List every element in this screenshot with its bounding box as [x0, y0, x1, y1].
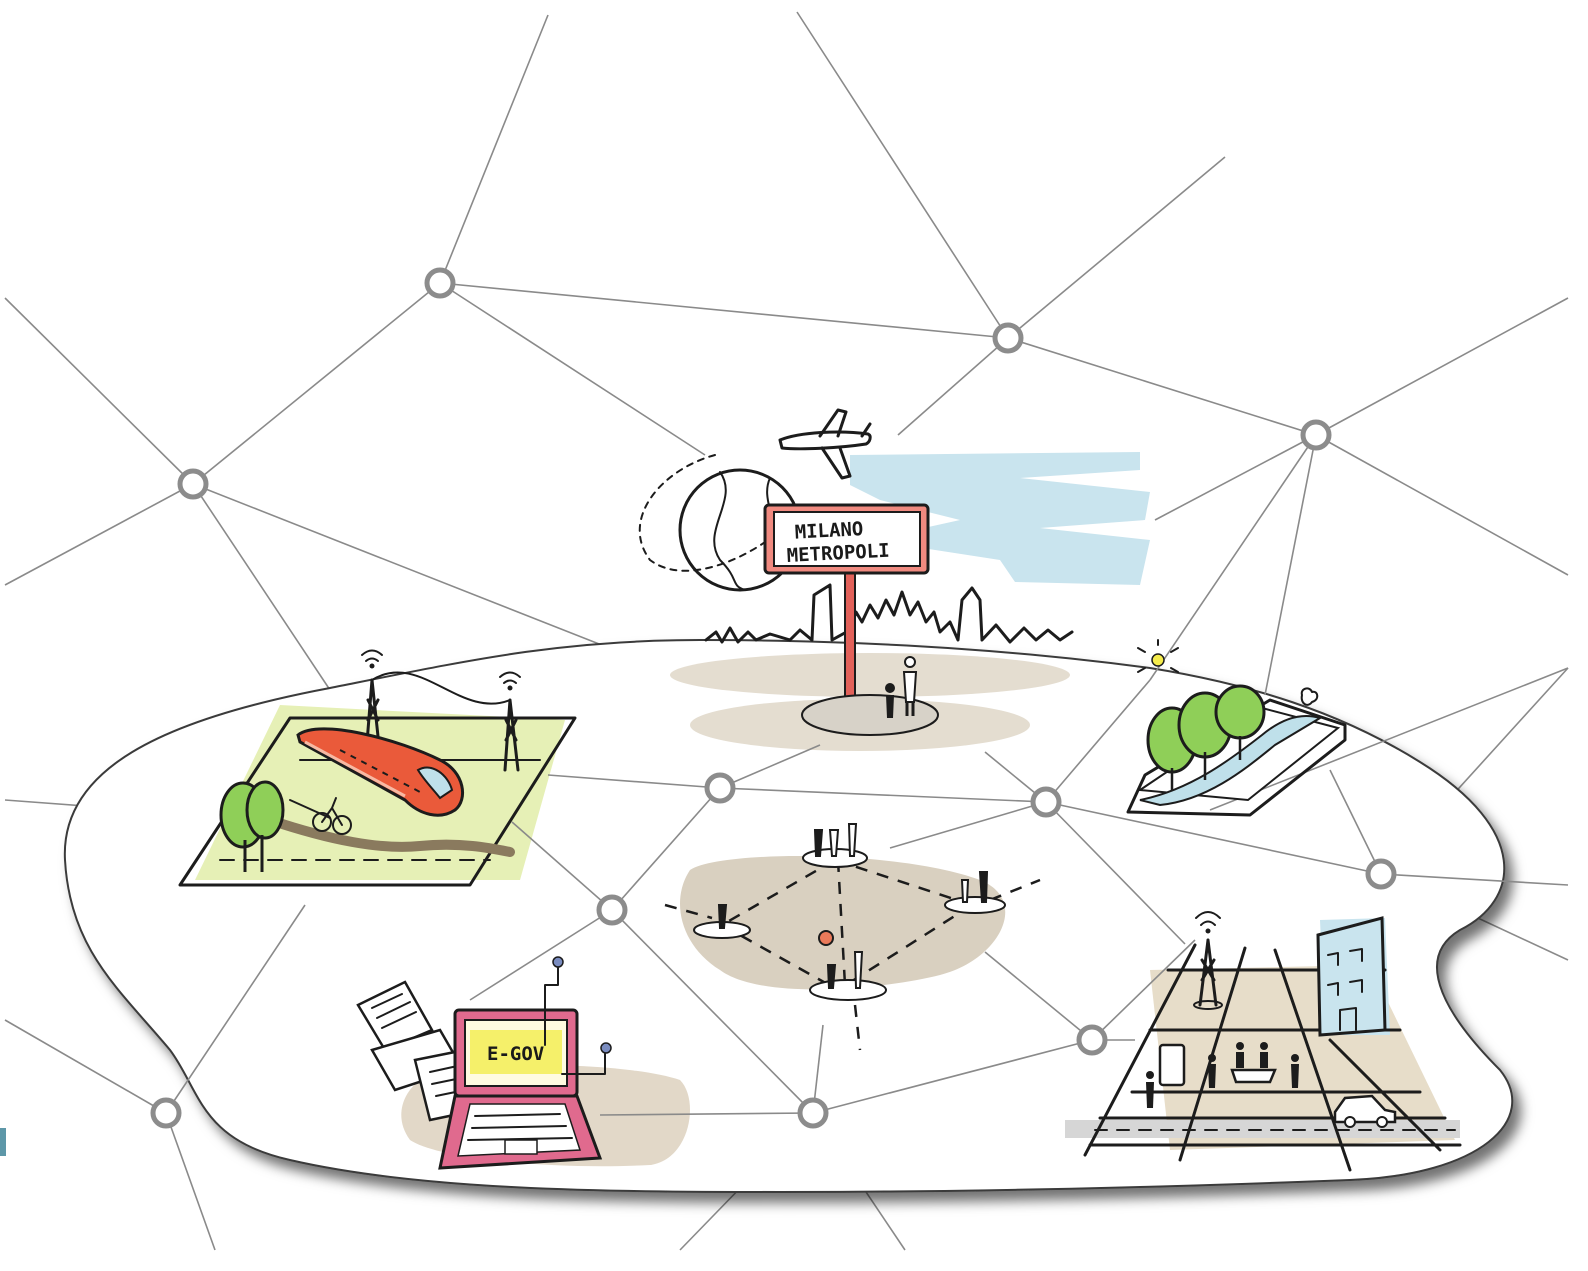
- edge-tab: [0, 1128, 6, 1156]
- laptop-icon: E-GOV: [438, 956, 612, 1170]
- sign-line-1: MILANO: [794, 518, 864, 544]
- person-icon: [885, 656, 918, 718]
- person-icon: [1208, 1042, 1299, 1088]
- smartphone-icon: [1146, 1043, 1186, 1108]
- train-scene: [178, 649, 577, 887]
- network-node: [992, 322, 1024, 354]
- milano-metropoli-scene: MILANO METROPOLI: [638, 408, 1074, 736]
- pylon-icon: [364, 671, 520, 772]
- skyline-icon: [704, 583, 1074, 644]
- cyclist-icon: [289, 797, 352, 835]
- network-lines-back: [4, 11, 1569, 1251]
- airplane-icon: [778, 408, 872, 480]
- person-icon: [693, 823, 1006, 1001]
- building-icon: [1316, 916, 1387, 1037]
- tree-icon: [1146, 684, 1266, 790]
- network-node: [1030, 786, 1062, 818]
- car-icon: [1333, 1094, 1397, 1128]
- network-node: [1300, 419, 1332, 451]
- train-icon: [296, 727, 464, 817]
- sign-base: [801, 694, 939, 736]
- network-nodes: [150, 267, 1397, 1129]
- wifi-icon: [1195, 911, 1221, 934]
- people-network-scene: [664, 823, 1041, 1051]
- wifi-icon: [361, 649, 521, 691]
- network-node: [150, 1097, 182, 1129]
- network-lines-front: [165, 434, 1569, 1116]
- tree-icon: [219, 780, 285, 872]
- river-park-scene: [1126, 639, 1347, 817]
- network-node: [177, 468, 209, 500]
- pylon-icon: [1193, 938, 1223, 1010]
- sign-post: [844, 569, 856, 711]
- network-node: [596, 894, 628, 926]
- smart-street-scene: [1083, 911, 1462, 1172]
- network-node: [797, 1097, 829, 1129]
- network-node: [424, 267, 456, 299]
- egov-scene: E-GOV: [356, 956, 612, 1170]
- sun-icon: [1137, 639, 1179, 673]
- sign-line-2: METROPOLI: [786, 540, 890, 567]
- network-node: [1365, 858, 1397, 890]
- laptop-screen-label: E-GOV: [487, 1043, 544, 1065]
- network-node: [704, 772, 736, 804]
- network-node: [1076, 1024, 1108, 1056]
